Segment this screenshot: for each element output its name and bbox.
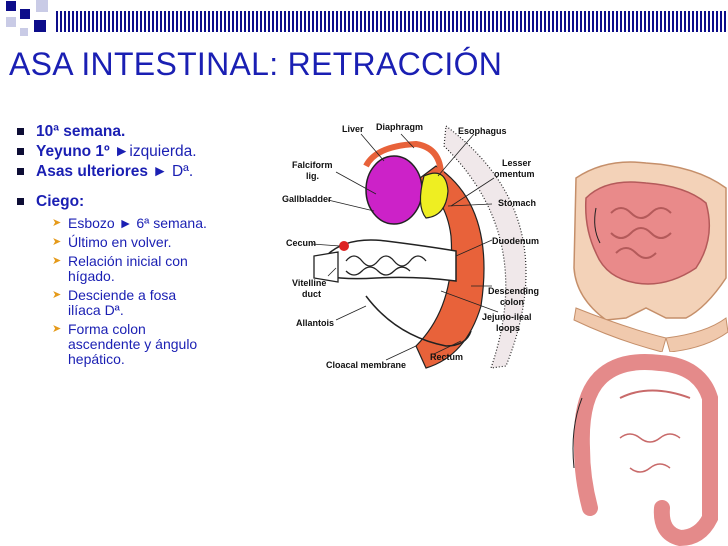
label-falciform: Falciform bbox=[292, 160, 333, 170]
label-liver: Liver bbox=[342, 124, 364, 134]
slide-title: ASA INTESTINAL: RETRACCIÓN bbox=[9, 46, 503, 82]
bullet-square-icon bbox=[17, 148, 24, 155]
arrow-right-icon: ➤ bbox=[52, 217, 62, 229]
label-allantois: Allantois bbox=[296, 318, 334, 328]
bullet-square-icon bbox=[17, 198, 24, 205]
torso-intestine-illustration bbox=[573, 161, 728, 352]
sub-item: ➤ Relación inicial con hígado. bbox=[14, 254, 260, 284]
label-diaphragm: Diaphragm bbox=[376, 122, 423, 132]
label-stomach: Stomach bbox=[498, 198, 536, 208]
header-decoration bbox=[0, 0, 728, 40]
arrow-right-icon: ➤ bbox=[52, 255, 62, 267]
label-rectum: Rectum bbox=[430, 352, 463, 362]
sub-item: ➤ Esbozo ► 6ª semana. bbox=[14, 216, 260, 231]
bullet-text: ►izquierda. bbox=[114, 143, 197, 160]
bullet-item: Asas ulteriores ► Dª. bbox=[14, 162, 260, 182]
bullet-list: 10ª semana. Yeyuno 1º ►izquierda. Asas u… bbox=[14, 122, 260, 371]
arrow-right-icon: ➤ bbox=[52, 236, 62, 248]
bullet-item-ciego: Ciego: bbox=[14, 192, 260, 212]
label-duodenum: Duodenum bbox=[492, 236, 539, 246]
label-cloacal: Cloacal membrane bbox=[326, 360, 406, 370]
sub-item: ➤ Desciende a fosa ilíaca Dª. bbox=[14, 288, 260, 318]
sub-item-text: Relación inicial con hígado. bbox=[68, 253, 188, 284]
label-loops: loops bbox=[496, 323, 520, 333]
label-cecum: Cecum bbox=[286, 238, 316, 248]
label-lesser: Lesser bbox=[502, 158, 532, 168]
bullet-bold: Yeyuno 1º bbox=[36, 143, 115, 160]
embryo-gut-diagram: Liver Diaphragm Esophagus Falciform lig.… bbox=[266, 106, 566, 382]
bullet-text: Dª. bbox=[171, 163, 194, 180]
label-colon: colon bbox=[500, 297, 524, 307]
label-esophagus: Esophagus bbox=[458, 126, 507, 136]
sub-item: ➤ Forma colon ascendente y ángulo hepáti… bbox=[14, 322, 260, 367]
sub-item-text: Último en volver. bbox=[68, 234, 172, 250]
bullet-bold: 10ª semana. bbox=[36, 123, 126, 140]
label-falciform-lig: lig. bbox=[306, 171, 319, 181]
bullet-bold: Asas ulteriores ► bbox=[36, 163, 172, 180]
header-stripes bbox=[56, 11, 728, 32]
bullet-square-icon bbox=[17, 168, 24, 175]
arrow-right-icon: ➤ bbox=[52, 323, 62, 335]
sub-item-text: Esbozo ► 6ª semana. bbox=[68, 215, 207, 231]
bullet-bold: Ciego: bbox=[36, 193, 85, 210]
bullet-square-icon bbox=[17, 128, 24, 135]
arrow-right-icon: ➤ bbox=[52, 289, 62, 301]
label-jejuno: Jejuno-ileal bbox=[482, 312, 532, 322]
sub-item-text: Forma colon ascendente y ángulo hepático… bbox=[68, 321, 198, 367]
sub-item-text: Desciende a fosa ilíaca Dª. bbox=[68, 287, 177, 318]
label-duct: duct bbox=[302, 289, 321, 299]
label-descending: Descending bbox=[488, 286, 539, 296]
colon-illustration bbox=[572, 354, 718, 546]
bullet-item: Yeyuno 1º ►izquierda. bbox=[14, 142, 260, 162]
label-vitelline: Vitelline bbox=[292, 278, 326, 288]
label-omentum: omentum bbox=[494, 169, 535, 179]
label-gallbladder: Gallbladder bbox=[282, 194, 332, 204]
bullet-item: 10ª semana. bbox=[14, 122, 260, 142]
sub-item: ➤ Último en volver. bbox=[14, 235, 260, 250]
